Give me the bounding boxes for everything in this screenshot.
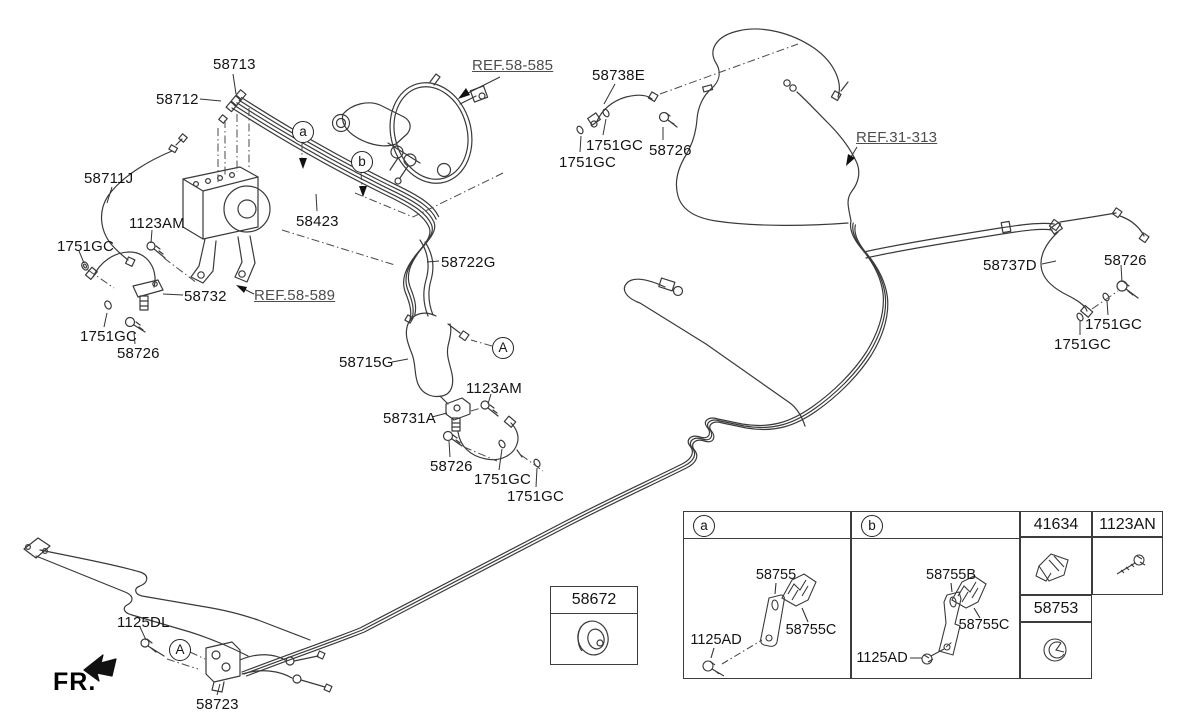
part-label: 58755C (785, 622, 837, 638)
grommet-box-part-number: 58672 (551, 587, 637, 614)
rear-left-assembly (23, 537, 333, 693)
top-right-piping (675, 28, 1150, 259)
bolt-icon (1116, 554, 1146, 575)
fr-arrow (83, 654, 117, 682)
legend-letter-a: a (693, 515, 715, 537)
part-label: 58755B (926, 567, 976, 583)
legend-cell-b: b 58755B 58755C 1125AD (851, 511, 1020, 679)
pipe-clip-icon (781, 573, 817, 607)
bolt-1123AM-center (480, 400, 499, 417)
hose-58731A (442, 397, 541, 468)
bolt-icon (702, 660, 714, 672)
bolt-1123AM-left (146, 241, 166, 259)
brake-booster (331, 73, 489, 185)
legend-cell-b-header (852, 512, 1019, 539)
hose-58737D (1040, 222, 1139, 322)
legend-cell-58753 (1020, 622, 1092, 679)
legend-cell-a-header (684, 512, 850, 539)
part-label: 1125AD (690, 632, 742, 648)
bolt-icon (921, 653, 933, 665)
arrowheads (236, 88, 855, 293)
legend-header-41634: 41634 (1020, 511, 1092, 537)
hose-58738E (576, 91, 678, 135)
legend-a-parts-art (702, 573, 817, 677)
legend-letter-b: b (861, 515, 883, 537)
grommet-clip-icon (1043, 638, 1067, 662)
abs-module (182, 166, 271, 284)
rear-pipe-bundle (241, 220, 889, 677)
part-label: 58755 (755, 567, 797, 583)
pipe-58715G (405, 312, 470, 405)
pipe-58722G (419, 239, 434, 317)
dash-dot-lines (87, 43, 1119, 670)
legend-cell-a: a 58755 58755C 1125AD (683, 511, 851, 679)
strap-bracket-icon (760, 594, 785, 647)
legend-header-1123AN: 1123AN (1092, 511, 1163, 537)
legend-cell-1123AN (1092, 537, 1163, 595)
legend-cell-41634 (1020, 537, 1092, 595)
pipe-58711J (101, 133, 188, 267)
pipe-holder-clip-icon (1035, 553, 1069, 582)
legend-table: a 58755 58755C 1125AD b (683, 511, 1163, 679)
front-left-hose-58732 (81, 251, 164, 333)
grommet-box-58672: 58672 (550, 586, 638, 665)
front-pipe-bundle (218, 89, 440, 324)
part-label: 1125AD (856, 650, 908, 666)
grommet-icon (577, 620, 609, 656)
strap-bracket-icon (938, 591, 962, 656)
legend-header-58753: 58753 (1020, 595, 1092, 622)
part-label: 58755C (958, 617, 1010, 633)
legend-b-parts-art (910, 575, 987, 665)
vapor-line-connector (623, 277, 806, 427)
pipe-clip-icon (951, 575, 987, 609)
